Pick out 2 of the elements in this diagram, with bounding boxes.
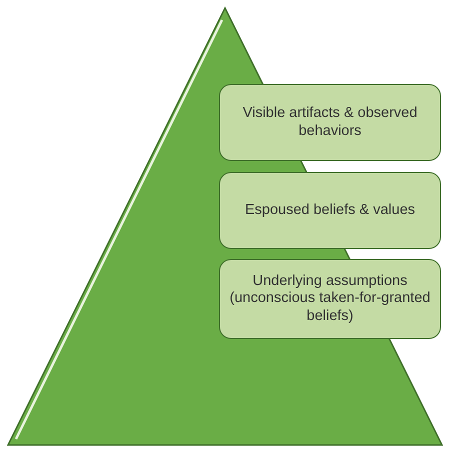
layer-box: Visible artifacts & observed behaviors — [219, 84, 441, 161]
layer-box: Espoused beliefs & values — [219, 172, 441, 249]
